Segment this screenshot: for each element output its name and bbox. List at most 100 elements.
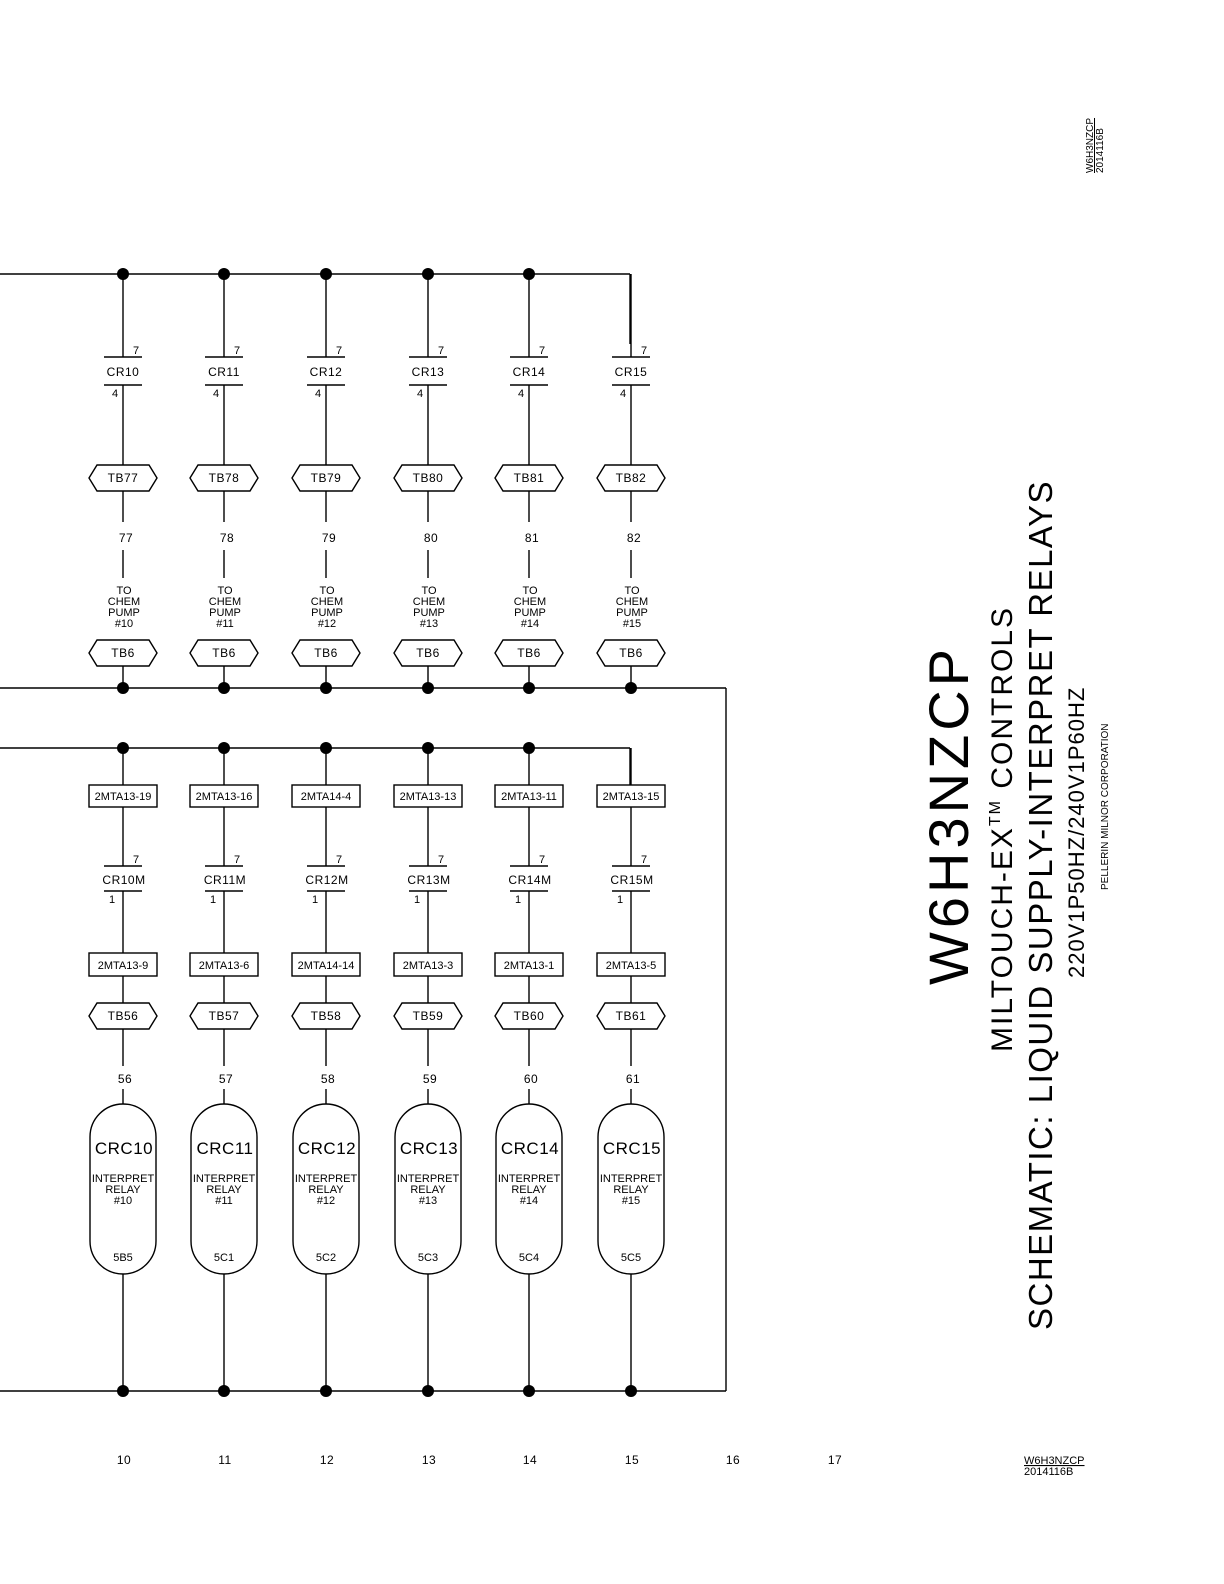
column-number: 10: [117, 1453, 131, 1467]
relay-description: INTERPRET: [193, 1173, 256, 1185]
terminal-block-tb6: [494, 639, 564, 667]
pump-label: #10: [115, 618, 133, 630]
contact-label: CR14: [513, 365, 546, 379]
terminal-label: TB82: [616, 471, 647, 485]
column-number: 16: [726, 1453, 740, 1467]
pump-label: #14: [521, 618, 539, 630]
contact-pin-top: 7: [641, 854, 647, 866]
contact-pin-bottom: 4: [315, 388, 321, 400]
terminal-block-bottom: [494, 1002, 564, 1030]
wire-number: 59: [423, 1072, 437, 1086]
junction-dot: [625, 682, 637, 694]
relay-label: CRC14: [501, 1139, 559, 1158]
relay-ref: 5B5: [113, 1252, 133, 1264]
relay-column-13: 7CR134TB8080TOCHEMPUMP#13TB62MTA13-137CR…: [393, 268, 463, 1397]
terminal-label: TB81: [514, 471, 545, 485]
junction-dot: [422, 1385, 434, 1397]
terminal-block-bottom: [189, 1002, 259, 1030]
terminal-label: TB80: [413, 471, 444, 485]
junction-dot: [218, 1385, 230, 1397]
footer-code: W6H3NZCP: [1024, 1455, 1085, 1467]
contact-pin-top: 7: [539, 854, 545, 866]
pump-label: TO: [217, 585, 233, 597]
connector-label: 2MTA13-15: [603, 791, 660, 803]
schematic-name: SCHEMATIC: LIQUID SUPPLY-INTERPRET RELAY…: [1022, 480, 1059, 1330]
contact-pin-top: 7: [539, 345, 545, 357]
footer-doc-code: W6H3NZCP 2014116B: [1024, 1455, 1085, 1478]
terminal-block-tb6: [88, 639, 158, 667]
terminal-block-top: [189, 464, 259, 492]
relay-description: INTERPRET: [295, 1173, 358, 1185]
terminal-label: TB6: [212, 646, 236, 660]
terminal-label: TB6: [416, 646, 440, 660]
company-name: PELLERIN MILNOR CORPORATION: [1100, 723, 1111, 890]
terminal-block-tb6: [393, 639, 463, 667]
column-number: 11: [218, 1453, 231, 1467]
contact-pin-top: 7: [438, 345, 444, 357]
pump-label: #13: [420, 618, 438, 630]
junction-dot: [218, 682, 230, 694]
relay-description: INTERPRET: [92, 1173, 155, 1185]
pump-label: #12: [318, 618, 336, 630]
contact-pin-top: 7: [336, 854, 342, 866]
terminal-label: TB58: [311, 1009, 342, 1023]
wire-number: 79: [322, 531, 336, 545]
contact-label: CR11: [208, 365, 240, 379]
terminal-label: TB6: [314, 646, 338, 660]
voltage-spec: 220V1P50HZ/240V1P60HZ: [1064, 687, 1089, 978]
contact-label: CR10: [107, 365, 140, 379]
wire-number: 81: [525, 531, 539, 545]
relay-label: CRC15: [603, 1139, 661, 1158]
relay-label: CRC11: [197, 1139, 254, 1158]
relay-description: RELAY: [511, 1184, 547, 1196]
wire-number: 82: [627, 531, 641, 545]
relay-description: #13: [419, 1195, 437, 1207]
relay-description: #11: [215, 1195, 233, 1207]
terminal-block-bottom: [88, 1002, 158, 1030]
relay-description: #14: [520, 1195, 538, 1207]
terminal-label: TB60: [514, 1009, 545, 1023]
pump-label: CHEM: [209, 596, 241, 608]
wire-number: 58: [321, 1072, 335, 1086]
junction-dot: [625, 1385, 637, 1397]
contact-label: CR13: [412, 365, 445, 379]
wire-number: 77: [119, 531, 133, 545]
relay-column-12: 7CR124TB7979TOCHEMPUMP#12TB62MTA14-47CR1…: [291, 268, 361, 1397]
contact-pin-bottom: 4: [417, 388, 423, 400]
pump-label: PUMP: [616, 607, 648, 619]
corner-doc-code: W6H3NZCP 2014116B: [1085, 118, 1106, 173]
terminal-label: TB78: [209, 471, 240, 485]
pump-label: CHEM: [616, 596, 648, 608]
relay-description: #15: [622, 1195, 640, 1207]
contact-label: CR15: [615, 365, 648, 379]
wire-number: 60: [524, 1072, 538, 1086]
relay-column-15: 7CR154TB8282TOCHEMPUMP#15TB62MTA13-157CR…: [596, 274, 666, 1397]
relay-columns: 7CR104TB7777TOCHEMPUMP#10TB62MTA13-197CR…: [88, 268, 666, 1397]
connector-label: 2MTA14-4: [301, 791, 352, 803]
contact-pin-bottom: 1: [515, 894, 521, 906]
footer-rev: 2014116B: [1024, 1466, 1073, 1478]
wire-number: 61: [626, 1072, 640, 1086]
wire-number: 78: [220, 531, 234, 545]
relay-ref: 5C1: [214, 1252, 234, 1264]
column-number: 12: [320, 1453, 334, 1467]
contact-pin-top: 7: [336, 345, 342, 357]
pump-label: TO: [116, 585, 132, 597]
contact-label: CR15M: [610, 873, 653, 887]
relay-description: RELAY: [105, 1184, 141, 1196]
relay-description: #10: [114, 1195, 132, 1207]
contact-pin-top: 7: [234, 854, 240, 866]
relay-column-10: 7CR104TB7777TOCHEMPUMP#10TB62MTA13-197CR…: [88, 268, 158, 1397]
connector-label: 2MTA13-16: [196, 791, 253, 803]
relay-column-14: 7CR144TB8181TOCHEMPUMP#14TB62MTA13-117CR…: [494, 268, 564, 1397]
pump-label: TO: [319, 585, 335, 597]
terminal-block-top: [88, 464, 158, 492]
relay-ref: 5C5: [621, 1252, 641, 1264]
wire-number: 56: [118, 1072, 132, 1086]
contact-label: CR11M: [204, 873, 246, 887]
terminal-block-top: [494, 464, 564, 492]
pump-label: PUMP: [413, 607, 445, 619]
contact-pin-bottom: 1: [617, 894, 623, 906]
